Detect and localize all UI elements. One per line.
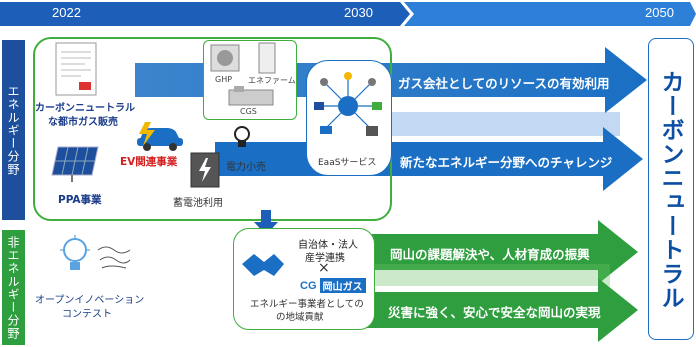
year-2022: 2022 [52,5,81,20]
ghp-icon [210,44,240,72]
ppa-label: PPA事業 [58,194,102,206]
og-logo-icon: CG [300,279,317,292]
arrow-blur-2 [370,264,610,286]
partnership-line2: 産学連携 [305,253,345,264]
eaas-label: EaaSサービス [318,158,377,168]
year-2050: 2050 [645,5,674,20]
innovation-bulb-icon [60,235,90,270]
contribution-line2: の地域貢献 [276,312,324,323]
ghp-label: GHP [215,75,233,84]
down-arrow-icon [254,210,278,235]
arrow-okayama-issues-text: 岡山の課題解決や、人材育成の振興 [390,247,590,262]
goal-box [648,38,694,340]
non-energy-field-label: 非エネルギー分野 [2,230,25,345]
open-innovation-line2: コンテスト [62,309,112,320]
battery-icon [190,152,220,188]
okayama-gas-logo: CG 岡山ガス [300,278,366,293]
ev-car-icon [137,122,183,151]
cgs-label: CGS [240,107,257,116]
ev-label: EV関連事業 [120,156,178,168]
open-innovation-line1: オープンイノベーション [35,295,145,306]
cross-mark: × [318,260,330,276]
handwritten-logo-icon [97,246,131,269]
goal-text: カーボンニュートラル [657,70,683,310]
arrow-disaster [340,278,638,342]
carbon-neutral-gas-label-1: カーボンニュートラル [35,103,135,114]
solar-panel-icon [51,146,99,182]
year-2030: 2030 [344,5,373,20]
timeline-bar [0,2,696,26]
document-icon [55,42,97,96]
power-retail-label: 電力小売 [226,162,266,173]
cgs-icon [228,86,274,106]
partnership-line1: 自治体・法人 [298,240,358,251]
battery-label: 蓄電池利用 [173,198,223,209]
handshake-icon [242,254,284,276]
arrow-new-energy-text: 新たなエネルギー分野へのチャレンジ [400,155,613,170]
arrow-okayama-issues [340,220,638,284]
energy-field-label: エネルギー分野 [2,40,25,220]
arrow-disaster-text: 災害に強く、安心で安全な岡山の実現 [388,305,601,320]
enefarm-icon [258,42,276,74]
arrow-blur-1 [390,112,620,136]
eaas-network-icon [314,72,382,136]
contribution-line1: エネルギー事業者としての [250,299,364,310]
enefarm-label: エネファーム [248,76,296,85]
arrow-gas-resources-text: ガス会社としてのリソースの有効利用 [398,76,610,91]
okayama-gas-logo-text: 岡山ガス [319,278,366,293]
light-bulb-icon [234,126,250,147]
carbon-neutral-gas-label-2: な都市ガス販売 [48,117,118,128]
